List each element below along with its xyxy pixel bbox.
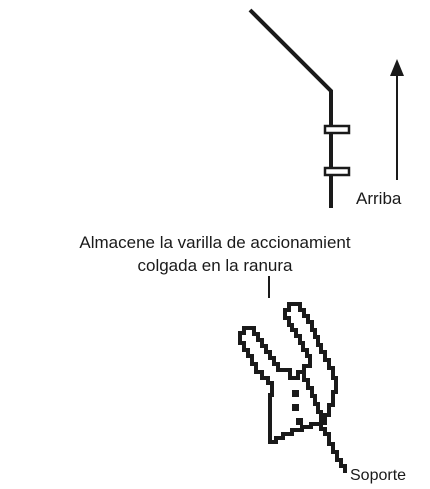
bracket-label: Soporte (350, 467, 407, 484)
up-arrow-icon (390, 59, 404, 180)
rod-bent-section (248, 8, 333, 208)
slot-mark (292, 404, 299, 411)
up-label: Arriba (356, 189, 402, 208)
bracket-shape (238, 302, 347, 473)
bracket-slot-marks (292, 390, 303, 425)
instruction-label: Almacene la varilla de accionamient colg… (0, 231, 430, 277)
slot-mark (296, 418, 303, 425)
instruction-line-1: Almacene la varilla de accionamient (79, 233, 351, 252)
instruction-line-2: colgada en la ranura (137, 256, 293, 275)
rod-collar-upper (323, 124, 351, 135)
rod-collar-lower (323, 166, 351, 177)
slot-mark (292, 390, 299, 397)
operating-rod (248, 8, 351, 208)
